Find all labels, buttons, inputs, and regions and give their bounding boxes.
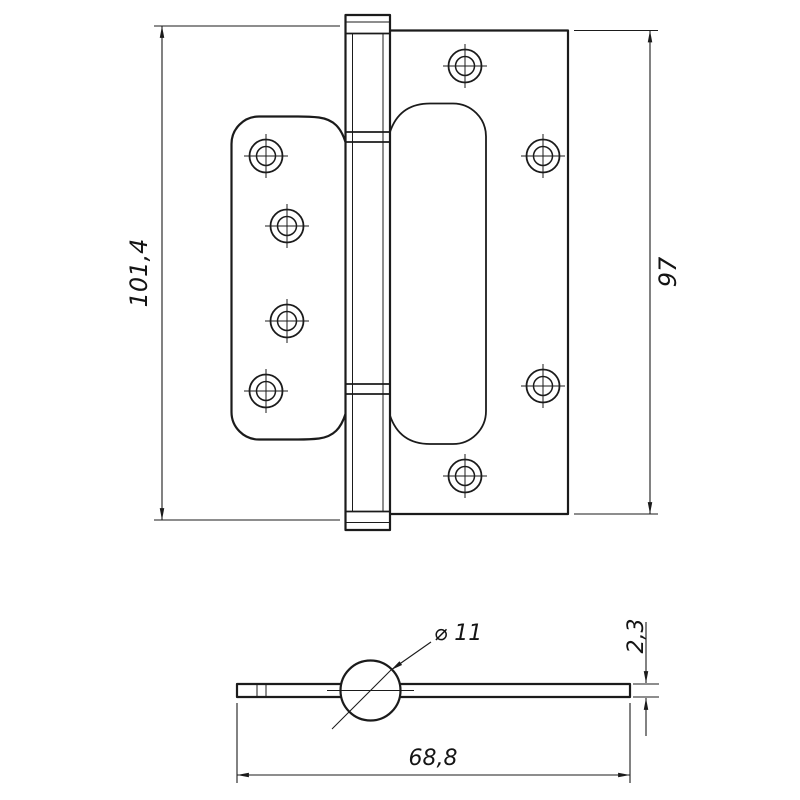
screw-hole <box>243 133 289 179</box>
left-leaf-outline <box>230 115 347 441</box>
profile-plate-left <box>235 682 342 699</box>
dim-overall-height: 101,4 <box>125 25 340 521</box>
screw-hole <box>442 453 488 499</box>
hinge-front-view <box>230 13 570 532</box>
dim-thickness: 2,3 <box>624 619 659 736</box>
screw-hole <box>243 368 289 414</box>
dim-width: 68,8 <box>236 703 631 783</box>
right-leaf-inner-contour <box>389 102 487 445</box>
barrel-centerline-diagonal <box>331 669 392 730</box>
right-leaf-outline <box>390 29 570 516</box>
dim-plate-height: 97 <box>574 29 682 515</box>
dim-label-plate-height: 97 <box>654 256 682 287</box>
profile-plate-right <box>399 682 632 699</box>
dim-label-barrel-diameter: ⌀ 11 <box>434 621 482 646</box>
screw-hole <box>520 363 566 409</box>
dim-label-width: 68,8 <box>409 746 458 771</box>
dim-label-overall-height: 101,4 <box>125 239 153 308</box>
dim-barrel-diameter: ⌀ 11 <box>390 621 482 671</box>
screw-hole <box>264 298 310 344</box>
screw-hole <box>442 43 488 89</box>
hinge-barrel <box>344 13 392 532</box>
screw-hole <box>520 133 566 179</box>
dim-label-thickness: 2,3 <box>624 619 649 654</box>
hinge-profile-view <box>235 659 632 730</box>
screw-hole <box>264 203 310 249</box>
